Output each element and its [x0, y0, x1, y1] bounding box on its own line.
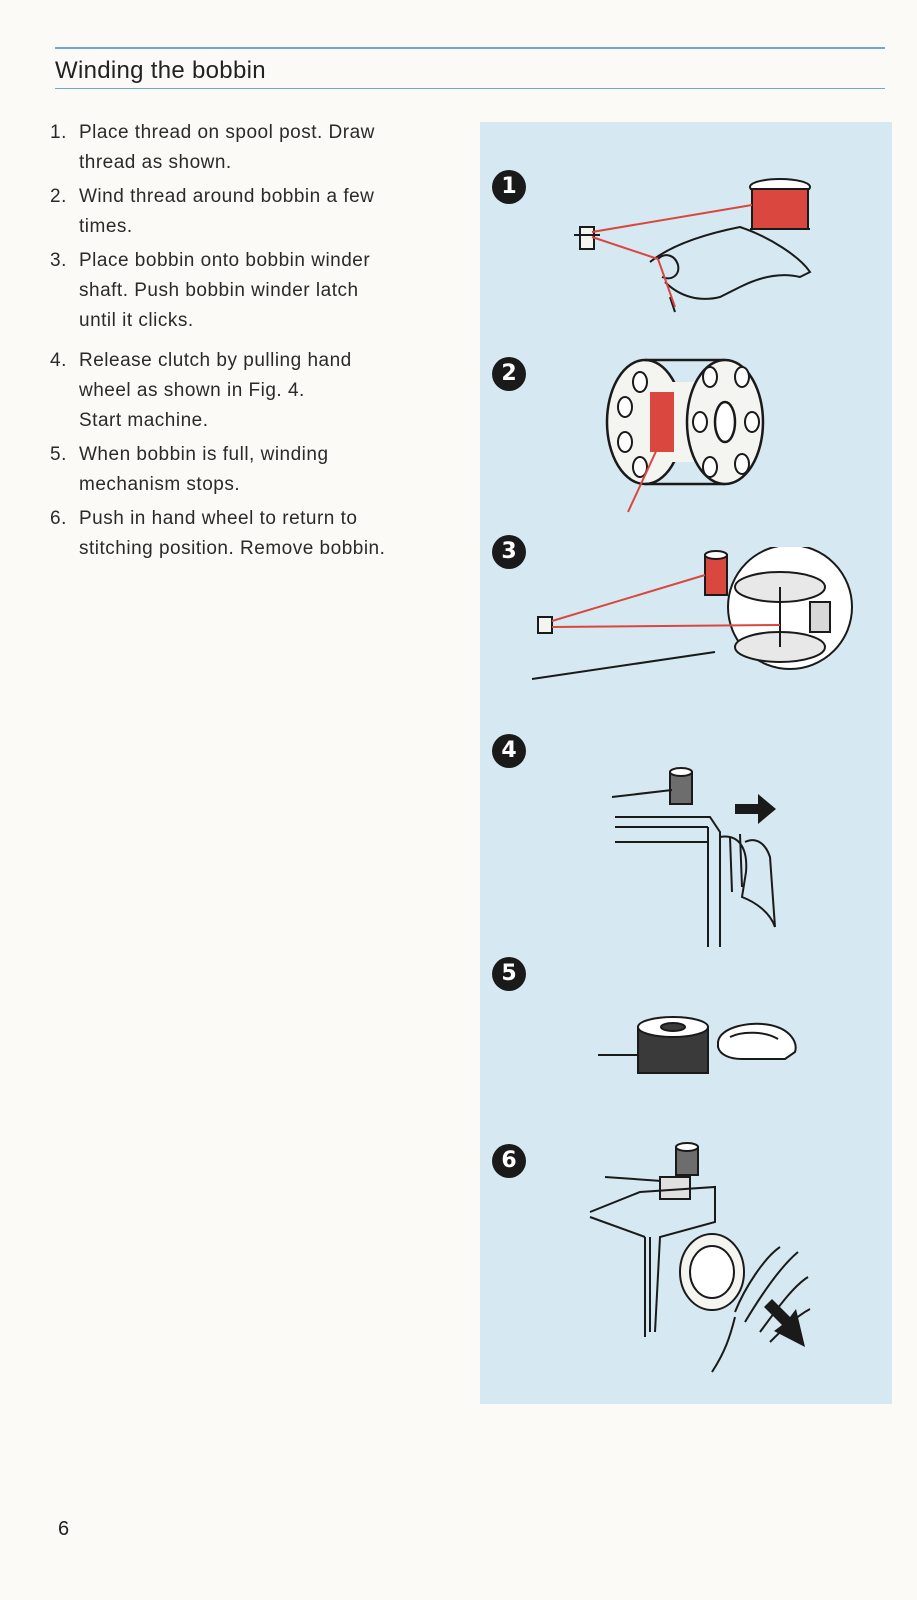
- spool-thread-hand-illustration: [574, 178, 812, 313]
- illustration-panel: 1 2: [480, 122, 892, 1404]
- figure-badge-5: 5: [492, 957, 526, 991]
- instruction-step-5: 5. When bobbin is full, winding mechanis…: [50, 440, 470, 500]
- step-text-line: Wind thread around bobbin a few: [79, 186, 375, 207]
- step-text-line: stitching position. Remove bobbin.: [79, 538, 386, 559]
- step-text-line: until it clicks.: [79, 310, 194, 331]
- full-bobbin-stop-illustration: [598, 1016, 797, 1074]
- step-text-line: wheel as shown in Fig. 4.: [79, 380, 305, 401]
- figure-badge-6: 6: [492, 1144, 526, 1178]
- figure-badge-2: 2: [492, 357, 526, 391]
- step-text-line: Push in hand wheel to return to: [79, 508, 358, 529]
- step-text-line: shaft. Push bobbin winder latch: [79, 280, 359, 301]
- hand-wheel-pull-illustration: [611, 767, 776, 947]
- page-number: 6: [58, 1518, 70, 1540]
- figure-badge-4: 4: [492, 734, 526, 768]
- hand-wheel-push-illustration: [589, 1142, 811, 1373]
- step-text-line: Place thread on spool post. Draw: [79, 122, 375, 143]
- step-number: 5.: [50, 444, 67, 465]
- figure-badge-1: 1: [492, 170, 526, 204]
- step-number: 3.: [50, 250, 67, 271]
- bobbin-wind-illustration: [605, 358, 765, 513]
- instruction-step-3: 3. Place bobbin onto bobbin winder shaft…: [50, 246, 470, 336]
- instruction-step-6: 6. Push in hand wheel to return to stitc…: [50, 504, 470, 564]
- step-text-line: When bobbin is full, winding: [79, 444, 329, 465]
- step-number: 2.: [50, 186, 67, 207]
- instruction-step-4: 4. Release clutch by pulling hand wheel …: [50, 346, 470, 436]
- step-text-line: Release clutch by pulling hand: [79, 350, 352, 371]
- instruction-step-1: 1. Place thread on spool post. Draw thre…: [50, 118, 470, 178]
- step-number: 1.: [50, 122, 67, 143]
- header-rule-top: [55, 47, 885, 49]
- header-rule-bottom: [55, 88, 885, 89]
- step-number: 4.: [50, 350, 67, 371]
- bobbin-winder-shaft-illustration: [531, 547, 853, 680]
- step-text-line: thread as shown.: [79, 152, 232, 173]
- step-text-line: mechanism stops.: [79, 474, 241, 495]
- step-text-line: times.: [79, 216, 133, 237]
- step-text-line: Start machine.: [79, 410, 209, 431]
- instruction-list: 1. Place thread on spool post. Draw thre…: [50, 118, 470, 568]
- page-title: Winding the bobbin: [55, 57, 266, 84]
- instruction-step-2: 2. Wind thread around bobbin a few times…: [50, 182, 470, 242]
- step-text-line: Place bobbin onto bobbin winder: [79, 250, 371, 271]
- step-number: 6.: [50, 508, 67, 529]
- figure-badge-3: 3: [492, 535, 526, 569]
